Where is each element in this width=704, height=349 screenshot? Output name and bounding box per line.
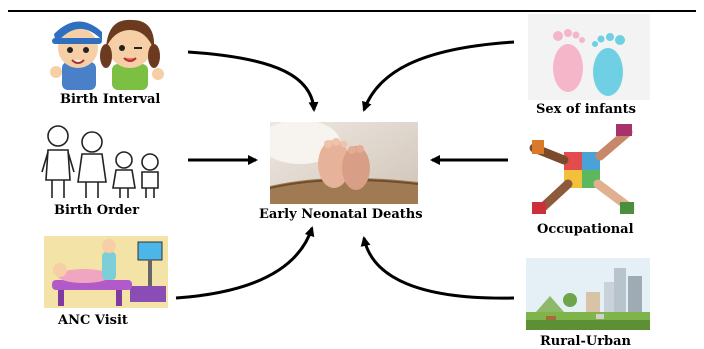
children-illustration (48, 12, 168, 92)
rural-urban-landscape (526, 258, 650, 330)
label-birth-interval: Birth Interval (60, 92, 160, 107)
arrow-sex-of-infants (364, 42, 514, 110)
label-early-neonatal-deaths: Early Neonatal Deaths (259, 207, 423, 222)
label-anc-visit: ANC Visit (58, 313, 128, 328)
baby-footprints-illustration (528, 14, 650, 100)
arrow-rural-urban (364, 238, 514, 298)
family-line-drawing (40, 120, 164, 202)
ultrasound-illustration (44, 236, 168, 308)
hands-puzzle-illustration (528, 122, 638, 218)
infant-feet-photo (270, 122, 418, 204)
label-sex-of-infants: Sex of infants (536, 102, 636, 117)
arrow-birth-interval (188, 52, 314, 110)
arrow-anc-visit (176, 228, 312, 298)
label-occupational: Occupational (537, 222, 634, 237)
label-birth-order: Birth Order (54, 203, 139, 218)
